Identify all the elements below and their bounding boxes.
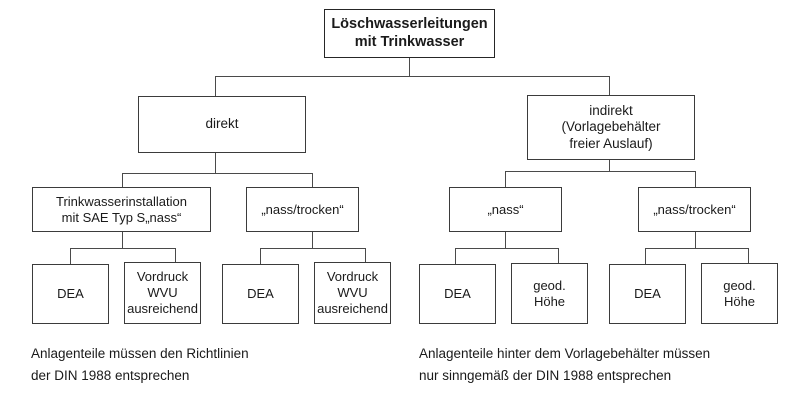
node-dea-4-label: DEA [634,286,661,302]
connector-g3-right [558,248,560,264]
node-nass-trocken-links-label: „nass/trocken“ [261,201,344,217]
connector-to-direkt [215,76,217,96]
connector-g1-right [175,248,177,264]
connector-g3-left [455,248,457,264]
connector-g4-bus [645,248,748,250]
node-dea-2[interactable]: DEA [222,264,299,324]
node-geod-hoehe-2[interactable]: geod. Höhe [701,263,778,324]
node-direkt[interactable]: direkt [138,96,306,153]
node-nass-trocken-rechts-label: „nass/trocken“ [653,201,736,217]
node-dea-1-label: DEA [57,286,84,302]
node-nass-trocken-links[interactable]: „nass/trocken“ [246,187,359,232]
connector-direkt-bus [122,173,313,175]
connector-g2-bus [260,248,365,250]
node-dea-3-label: DEA [444,286,471,302]
caption-left: Anlagenteile müssen den Richtlinien der … [31,346,249,383]
node-dea-3[interactable]: DEA [419,264,496,324]
node-vordruck-wvu-2-label: Vordruck WVU ausreichend [317,269,388,316]
connector-to-nass-rechts [505,171,507,187]
connector-g4-down [695,231,697,248]
connector-indirekt-down [609,160,611,172]
node-dea-1[interactable]: DEA [32,264,109,324]
connector-to-indirekt [609,76,611,95]
connector-g3-bus [455,248,558,250]
node-direkt-label: direkt [205,116,239,132]
node-dea-2-label: DEA [247,286,274,302]
connector-g2-right [365,248,367,264]
node-dea-4[interactable]: DEA [609,264,686,324]
node-vordruck-wvu-2[interactable]: Vordruck WVU ausreichend [314,262,391,324]
node-vordruck-wvu-1-label: Vordruck WVU ausreichend [127,269,198,316]
node-geod-hoehe-2-label: geod. Höhe [723,277,756,309]
connector-g1-left [70,248,72,264]
node-nass-trocken-rechts[interactable]: „nass/trocken“ [638,187,751,232]
connector-level2-bus [215,76,610,78]
connector-g1-down [122,231,124,248]
connector-to-nass-trocken-rechts [695,171,697,187]
node-geod-hoehe-1[interactable]: geod. Höhe [511,263,588,324]
connector-g4-right [748,248,750,264]
connector-g2-down [312,231,314,248]
node-trinkwasserinstallation-sae-label: Trinkwasserinstallation mit SAE Typ S„na… [55,193,187,225]
connector-root-down [409,58,411,77]
caption-right: Anlagenteile hinter dem Vorlagebehälter … [419,346,711,383]
node-nass-rechts[interactable]: „nass“ [449,187,562,232]
node-geod-hoehe-1-label: geod. Höhe [533,277,566,309]
node-indirekt-label: indirekt (Vorlagebehälter freier Auslauf… [561,102,661,151]
node-trinkwasserinstallation-sae[interactable]: Trinkwasserinstallation mit SAE Typ S„na… [32,187,211,232]
connector-to-nass-trocken-links [312,173,314,187]
connector-g4-left [645,248,647,264]
connector-g3-down [505,231,507,248]
connector-indirekt-bus [505,171,695,173]
node-nass-rechts-label: „nass“ [487,201,524,217]
connector-g2-left [260,248,262,264]
node-root-label: Löschwasserleitungen mit Trinkwasser [331,15,488,50]
node-indirekt[interactable]: indirekt (Vorlagebehälter freier Auslauf… [527,95,695,160]
connector-to-trinkwasserinstallation [122,173,124,187]
connector-direkt-down [215,152,217,173]
connector-g1-bus [70,248,175,250]
node-vordruck-wvu-1[interactable]: Vordruck WVU ausreichend [124,262,201,324]
node-root[interactable]: Löschwasserleitungen mit Trinkwasser [324,9,495,58]
